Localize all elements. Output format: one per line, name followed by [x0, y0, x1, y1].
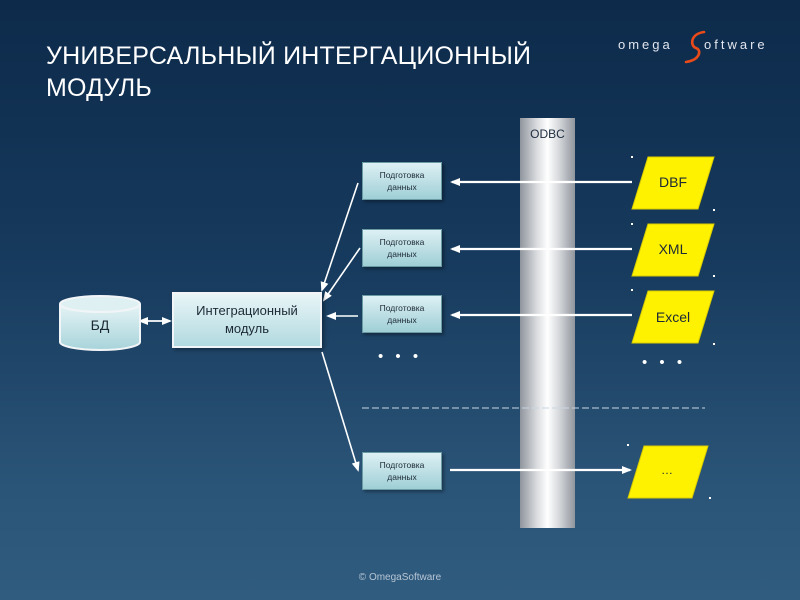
logo-word-software: oftware [704, 37, 768, 52]
copyright-footer: © OmegaSoftware [358, 572, 442, 583]
omegasoftware-logo: omega oftware [612, 30, 782, 64]
source-shape-xml [631, 223, 715, 277]
integration-module-box: Интеграционный модуль [172, 292, 322, 348]
slide-title: УНИВЕРСАЛЬНЫЙ ИНТЕРГАЦИОННЫЙ МОДУЛЬ [46, 40, 606, 104]
logo-swoosh-icon [684, 30, 706, 64]
prep-node-4: Подготовка данных [362, 452, 442, 490]
source-shape-excel [631, 290, 715, 344]
source-label-xml: XML [658, 241, 688, 257]
logo-word-omega: omega [618, 37, 673, 52]
prep-node-4-line-2: данных [387, 472, 417, 482]
prep-node-2-line-1: Подготовка [379, 237, 425, 247]
prep-node-3-line-1: Подготовка [379, 303, 425, 313]
prep-node-3-line-2: данных [387, 315, 417, 325]
odbc-label: ODBC [530, 127, 565, 141]
prep-node-1-line-2: данных [387, 182, 417, 192]
integration-module-line-1: Интеграционный [196, 303, 298, 318]
title-line-1: УНИВЕРСАЛЬНЫЙ ИНТЕРГАЦИОННЫЙ [46, 42, 532, 70]
title-line-2: МОДУЛЬ [46, 74, 152, 102]
prep-node-2-line-2: данных [387, 249, 417, 259]
source-label-excel: Excel [655, 309, 691, 325]
odbc-bar [520, 118, 575, 528]
prep-node-1: Подготовка данных [362, 162, 442, 200]
source-corner-dots [627, 156, 715, 499]
arrow-module-to-prep-4 [321, 351, 360, 472]
source-shape-dbf [631, 156, 715, 210]
database-cylinder-icon [59, 295, 141, 351]
database-label: БД [90, 317, 110, 333]
prep-node-3: Подготовка данных [362, 295, 442, 333]
arrow-prep-1-to-module [320, 182, 359, 292]
integration-module-line-2: модуль [224, 321, 270, 336]
ellipsis-prep: • • • [378, 348, 423, 365]
source-label-other: … [661, 463, 673, 477]
ellipsis-sources: • • • [642, 354, 687, 371]
source-label-dbf: DBF [659, 174, 687, 190]
prep-node-1-line-1: Подготовка [379, 170, 425, 180]
prep-node-4-line-1: Подготовка [379, 460, 425, 470]
prep-node-2: Подготовка данных [362, 229, 442, 267]
arrow-prep-2-to-module [322, 247, 361, 302]
source-shape-other [627, 445, 709, 499]
